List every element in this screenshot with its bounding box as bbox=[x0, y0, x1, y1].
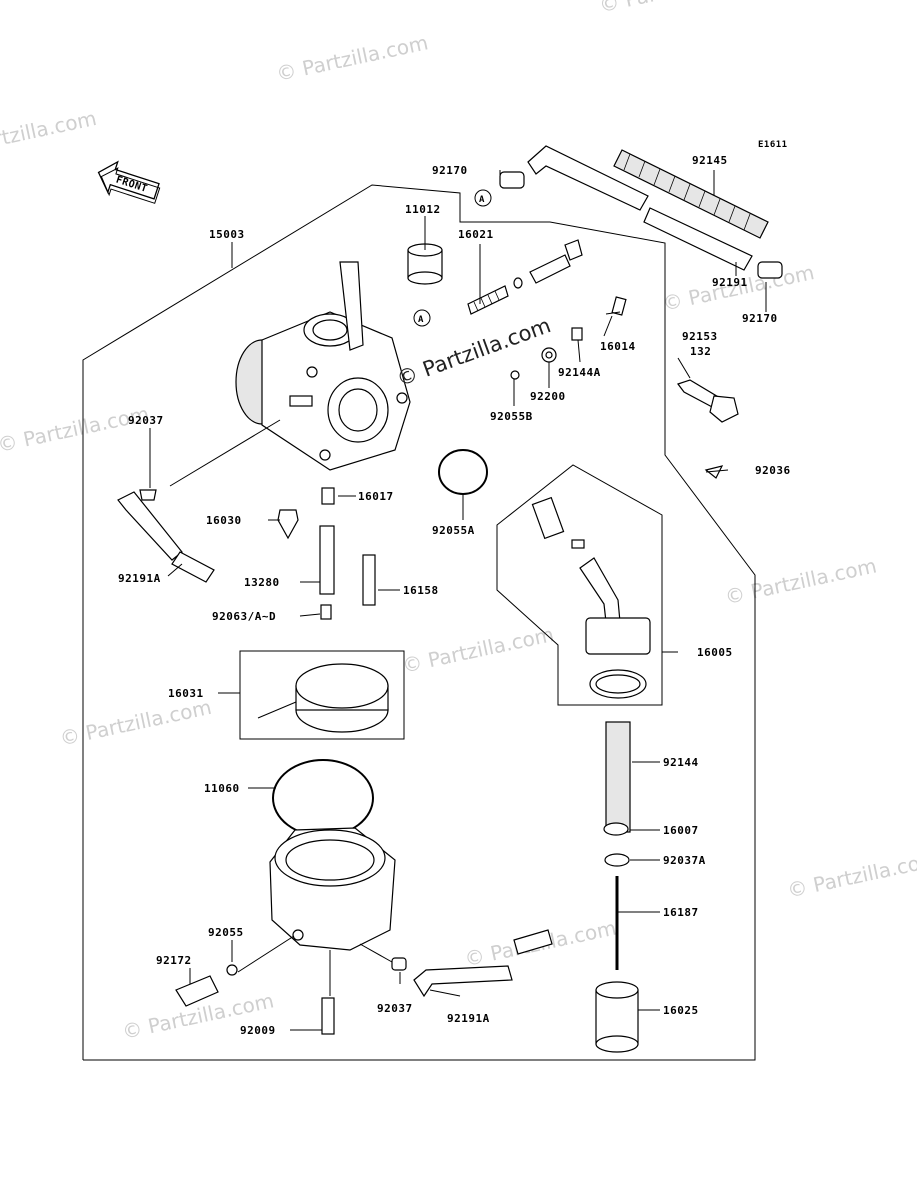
part-label-92200: 92200 bbox=[530, 390, 566, 403]
front-arrow-icon: FRONT bbox=[97, 160, 161, 204]
diagram-code: E1611 bbox=[758, 140, 788, 150]
part-92144A-shape bbox=[571, 327, 583, 341]
part-label-16014: 16014 bbox=[600, 340, 636, 353]
part-label-92055A: 92055A bbox=[432, 524, 475, 537]
hose-92191A-bottom-shape bbox=[413, 929, 553, 998]
part-label-92055B: 92055B bbox=[490, 410, 533, 423]
part-92009-shape bbox=[321, 997, 335, 1035]
hose-92145-shape bbox=[613, 149, 769, 239]
part-label-92170: 92170 bbox=[742, 312, 778, 325]
part-16017-shape bbox=[321, 487, 335, 505]
part-92037A-shape bbox=[604, 853, 630, 867]
assembly-frame bbox=[82, 184, 756, 1061]
part-label-11060: 11060 bbox=[204, 782, 240, 795]
part-label-92172: 92172 bbox=[156, 954, 192, 967]
part-label-92055: 92055 bbox=[208, 926, 244, 939]
ref-a-label: A bbox=[418, 315, 424, 325]
part-11012-shape bbox=[407, 243, 443, 285]
part-92037-clamp-shape bbox=[139, 489, 157, 501]
part-label-11012: 11012 bbox=[405, 203, 441, 216]
part-label-92191A: 92191A bbox=[447, 1012, 490, 1025]
part-92144-spring-shape bbox=[605, 721, 631, 833]
part-16007-shape bbox=[603, 822, 629, 836]
part-label-16025: 16025 bbox=[663, 1004, 699, 1017]
part-label-92170: 92170 bbox=[432, 164, 468, 177]
watermark: © Partzilla.com bbox=[58, 695, 214, 751]
part-label-16021: 16021 bbox=[458, 228, 494, 241]
part-16021-shape bbox=[467, 239, 583, 315]
hose-92191-shape bbox=[527, 145, 753, 271]
part-label-92144A: 92144A bbox=[558, 366, 601, 379]
part-92036-shape bbox=[704, 465, 724, 479]
watermark: © Partzilla.com bbox=[0, 401, 151, 457]
ref-a-circle bbox=[474, 189, 492, 207]
part-label-92144: 92144 bbox=[663, 756, 699, 769]
ref-a-circle bbox=[413, 309, 431, 327]
part-labels: 92170 92145 15003 11012 16021 92191 9217… bbox=[118, 154, 791, 1037]
watermark: © Partzilla.com bbox=[785, 847, 917, 903]
part-label-15003: 15003 bbox=[209, 228, 245, 241]
part-label-16030: 16030 bbox=[206, 514, 242, 527]
part-92055B-shape bbox=[510, 370, 520, 380]
part-92153-shape bbox=[677, 379, 739, 423]
part-label-16187: 16187 bbox=[663, 906, 699, 919]
part-92172-shape bbox=[175, 975, 219, 1007]
part-label-92037: 92037 bbox=[377, 1002, 413, 1015]
part-16005-shape bbox=[531, 496, 651, 699]
leader-lines bbox=[149, 170, 767, 1031]
part-16031-shape bbox=[257, 663, 389, 733]
part-label-92009: 92009 bbox=[240, 1024, 276, 1037]
part-label-92037: 92037 bbox=[128, 414, 164, 427]
box-16031 bbox=[239, 650, 405, 740]
part-label-92063: 92063/A~D bbox=[212, 610, 276, 623]
part-label-92145: 92145 bbox=[692, 154, 728, 167]
part-label-92191A: 92191A bbox=[118, 572, 161, 585]
watermark: © Partzilla.com bbox=[274, 30, 430, 86]
float-bowl-shape bbox=[269, 827, 396, 951]
part-11060-shape bbox=[272, 759, 374, 837]
carburetor-body bbox=[235, 261, 411, 471]
part-92063-shape bbox=[320, 604, 332, 620]
part-16025-slide-shape bbox=[595, 981, 639, 1053]
part-label-13280: 13280 bbox=[244, 576, 280, 589]
part-16158-shape bbox=[362, 554, 376, 606]
clamp-92170-top bbox=[499, 171, 525, 189]
part-13280-shape bbox=[319, 525, 335, 595]
part-92055-shape bbox=[226, 964, 238, 976]
part-label-16007: 16007 bbox=[663, 824, 699, 837]
part-label-92037A: 92037A bbox=[663, 854, 706, 867]
watermark: © Partzilla.com bbox=[597, 0, 753, 17]
part-label-16158: 16158 bbox=[403, 584, 439, 597]
part-label-16005: 16005 bbox=[697, 646, 733, 659]
part-16030-shape bbox=[277, 509, 299, 540]
box-16005 bbox=[496, 464, 663, 706]
part-label-16031: 16031 bbox=[168, 687, 204, 700]
hose-92191A-left-shape bbox=[117, 491, 215, 583]
watermark: © Partzilla.com bbox=[0, 106, 99, 162]
part-label-92036: 92036 bbox=[755, 464, 791, 477]
part-16014-shape bbox=[605, 296, 627, 316]
part-label-132: 132 bbox=[690, 345, 711, 358]
watermark: © Partzilla.com bbox=[723, 554, 879, 610]
part-label-92191: 92191 bbox=[712, 276, 748, 289]
part-label-16017: 16017 bbox=[358, 490, 394, 503]
part-92055A-shape bbox=[438, 449, 488, 495]
watermark: © Partzilla.com bbox=[400, 622, 556, 678]
part-92037-bottom-shape bbox=[391, 957, 407, 971]
ref-a-label: A bbox=[479, 195, 485, 205]
part-label-92153: 92153 bbox=[682, 330, 718, 343]
clamp-92170-right bbox=[757, 261, 783, 279]
